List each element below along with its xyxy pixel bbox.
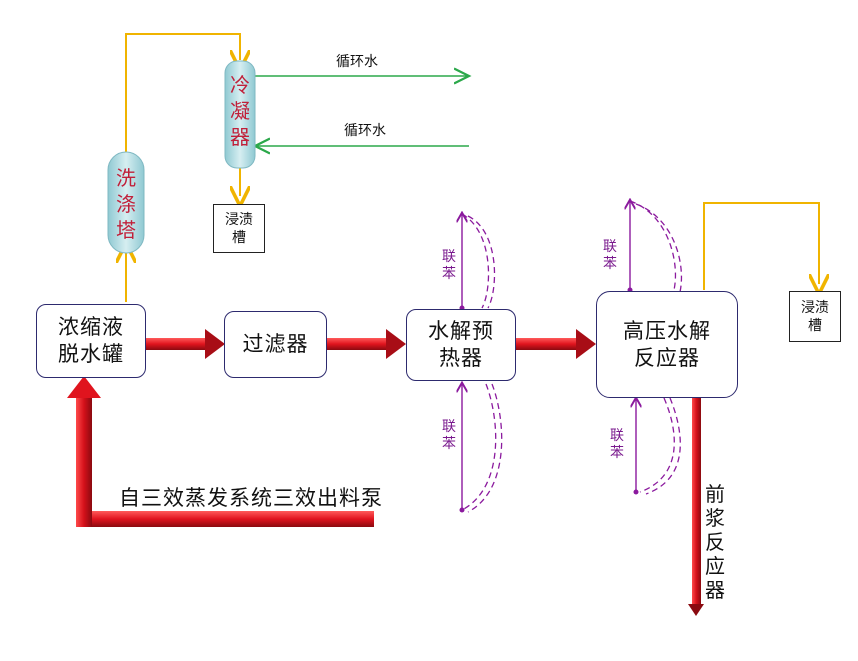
cooling-water-in-label: 循环水: [344, 123, 386, 139]
vapor-line-reactor-to-soak-tank: [703, 202, 819, 290]
condenser-label: 冷 凝 器: [230, 73, 250, 149]
concentrate-dewatering-tank: 浓缩液 脱水罐: [36, 304, 146, 378]
vapor-line-wash-to-condenser: [125, 33, 240, 153]
main-flow-feed-return: [67, 376, 374, 527]
prereactor-outlet-label: 前 浆 反 应 器: [705, 482, 725, 602]
hydrolysis-preheater: 水解预 热器: [406, 309, 516, 381]
main-flow-to-prereactor: [688, 396, 704, 616]
biphenyl-line-reactor-top: [628, 201, 683, 293]
cooling-water-out-label: 循环水: [336, 54, 378, 70]
soak-tank-right: 浸渍 槽: [789, 291, 841, 342]
condenser-vessel: [224, 60, 256, 169]
feed-source-label: 自三效蒸发系统三效出料泵: [119, 486, 383, 510]
main-flow-filter-to-preheater: [326, 329, 406, 359]
biphenyl-line-preheater-top: [460, 214, 496, 311]
main-flow-tank-to-filter: [145, 329, 225, 359]
filter-unit: 过滤器: [224, 311, 327, 378]
biphenyl-line-preheater-bottom: [460, 384, 503, 513]
biphenyl-label-reactor-top: 联 苯: [603, 239, 617, 272]
main-flow-preheater-to-reactor: [516, 329, 596, 359]
wash-tower-label: 洗 涤 塔: [116, 166, 136, 242]
biphenyl-line-reactor-bottom: [634, 398, 681, 495]
biphenyl-label-preheater-top: 联 苯: [442, 249, 456, 282]
high-pressure-hydrolysis-reactor: 高压水解 反应器: [596, 291, 738, 398]
wash-tower-vessel: [107, 151, 145, 254]
biphenyl-label-preheater-bottom: 联 苯: [442, 419, 456, 452]
soak-tank-top: 浸渍 槽: [213, 204, 265, 253]
biphenyl-label-reactor-bottom: 联 苯: [610, 428, 624, 461]
